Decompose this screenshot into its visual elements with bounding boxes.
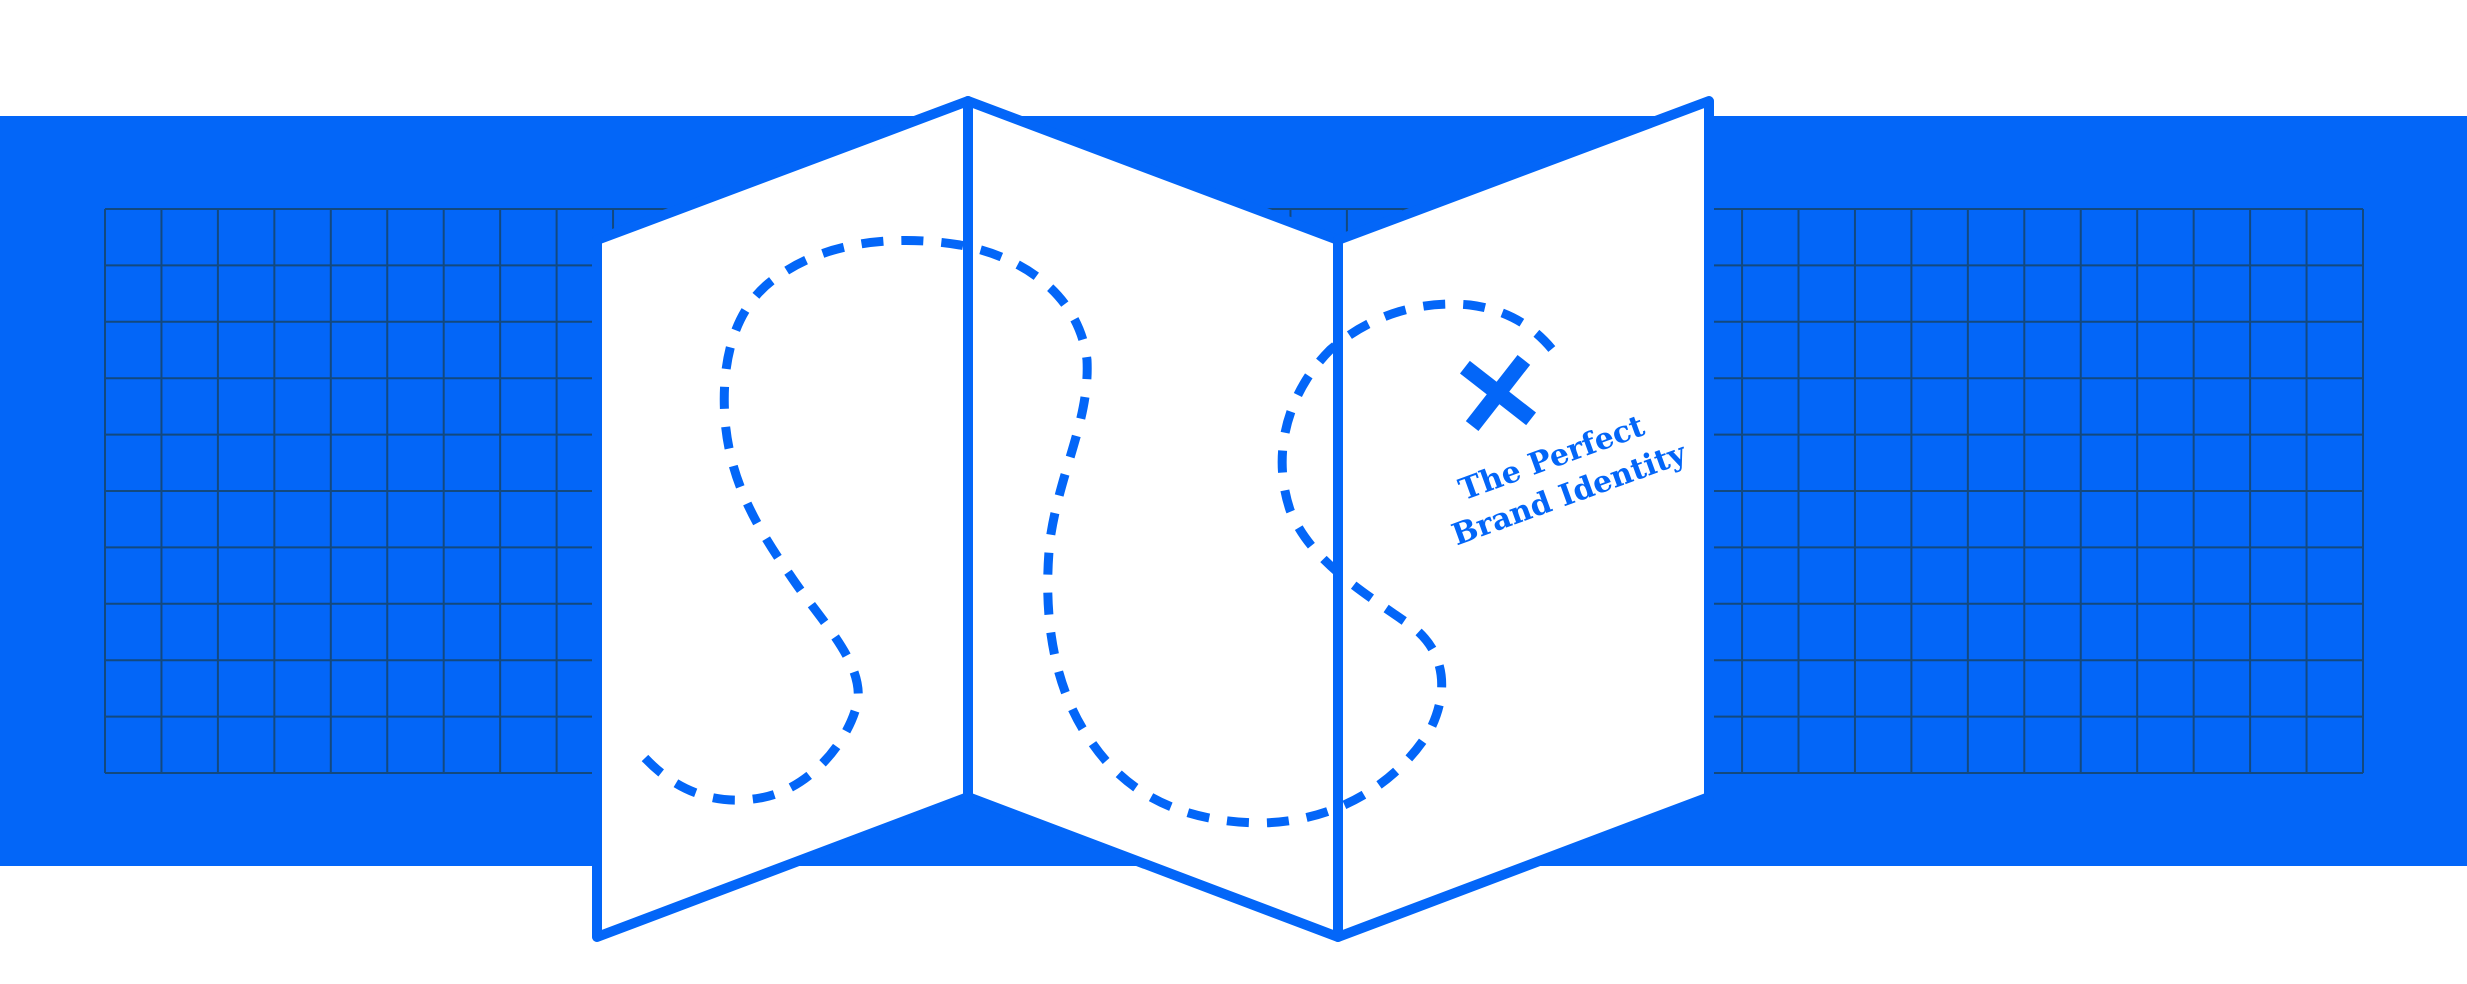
dashed-route (641, 235, 1564, 828)
map-panel-left (592, 96, 973, 942)
map-panel-middle (963, 96, 1343, 942)
folded-map-icon (592, 96, 1714, 942)
map-panel-right (1333, 96, 1714, 942)
x-mark-icon (1459, 354, 1537, 432)
